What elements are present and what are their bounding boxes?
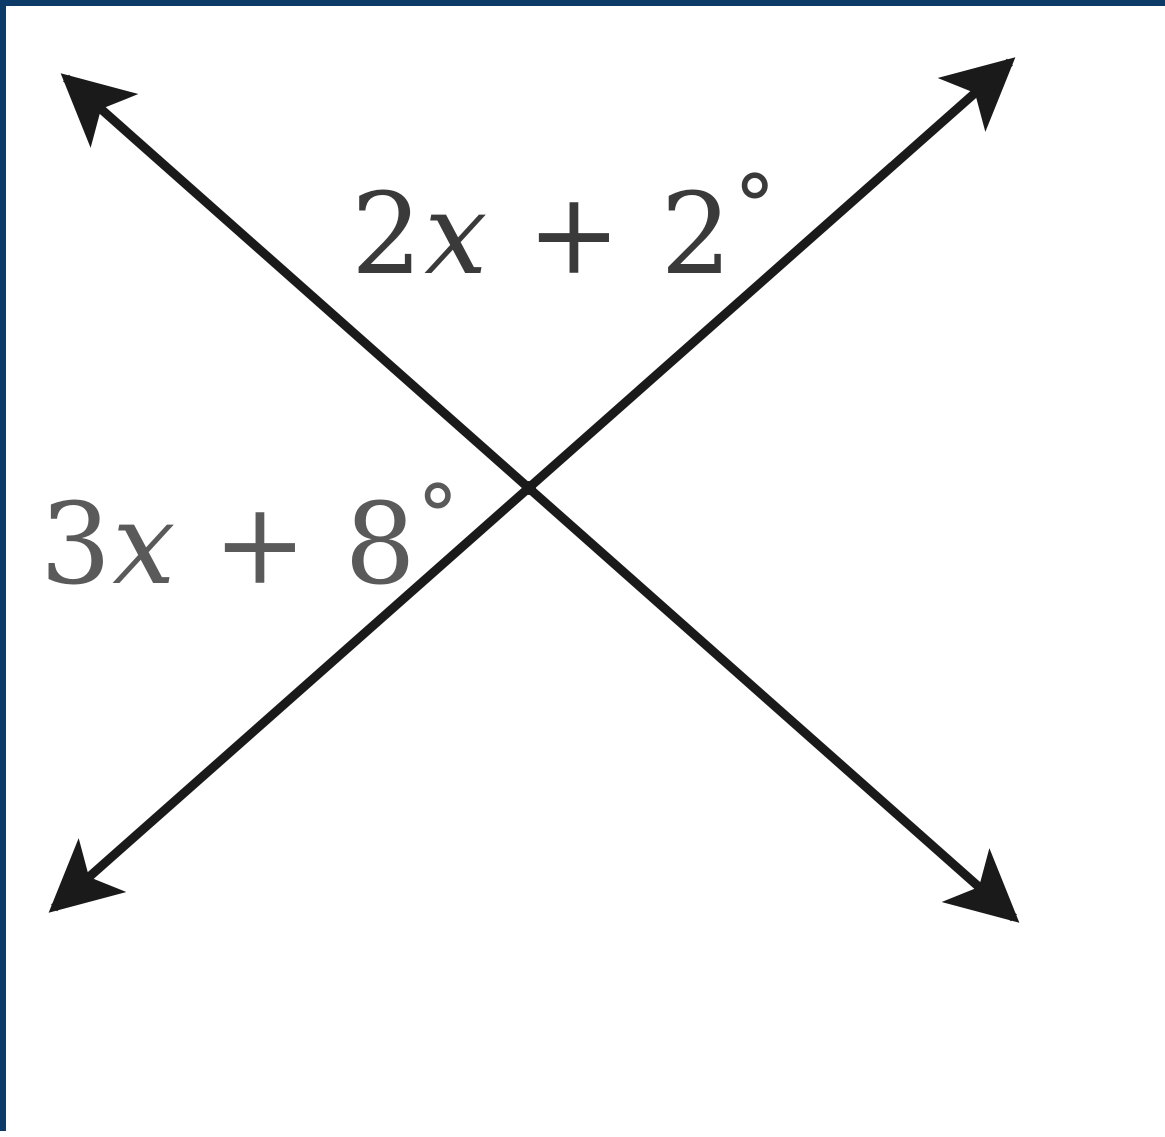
label-top-constant: 2 <box>660 169 734 300</box>
label-left-constant: 8 <box>344 479 417 610</box>
label-top-variable: x <box>424 169 490 300</box>
label-left-variable: x <box>112 479 177 610</box>
label-top-coefficient: 2 <box>351 169 425 300</box>
intersection-point <box>522 481 536 495</box>
label-top-degree: ° <box>733 157 778 255</box>
label-top-operator: + <box>489 169 661 300</box>
angle-label-left: 3x + 8° <box>40 474 460 601</box>
label-left-coefficient: 3 <box>40 479 113 610</box>
angle-label-top: 2x + 2° <box>351 164 778 291</box>
label-left-operator: + <box>176 479 345 610</box>
label-left-degree: ° <box>416 467 460 565</box>
intersecting-lines-diagram <box>48 57 1020 923</box>
